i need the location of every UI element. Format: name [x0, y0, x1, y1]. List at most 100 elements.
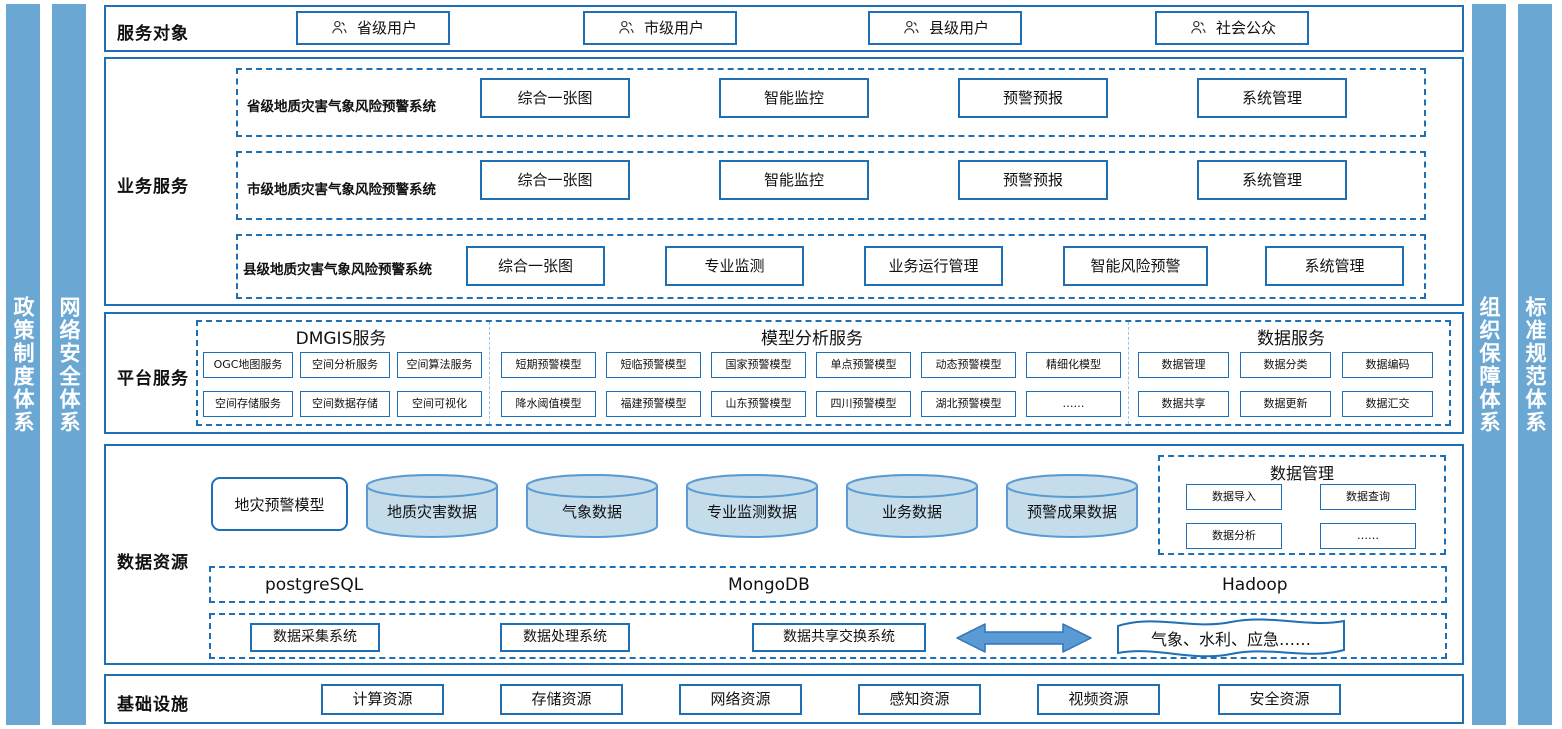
user-box-province[interactable]: 省级用户	[296, 11, 450, 45]
business-service-label: 业务服务	[117, 177, 189, 197]
cylinder-shape	[526, 474, 658, 538]
data-service-item[interactable]: 数据汇交	[1342, 391, 1433, 417]
pillar-label: 网络安全体系	[57, 295, 82, 434]
data-service-item[interactable]: 数据编码	[1342, 352, 1433, 378]
cylinder-label: 气象数据	[561, 502, 622, 521]
person-icon	[904, 20, 919, 34]
cylinder-label: 业务数据	[881, 502, 942, 521]
external-departments-box[interactable]: 气象、水利、应急……	[1115, 618, 1347, 658]
pillar-label: 政策制度体系	[11, 295, 36, 434]
person-icon	[332, 20, 347, 34]
data-management-title: 数据管理	[1269, 464, 1334, 483]
business-module[interactable]: 系统管理	[1197, 160, 1347, 200]
cylinder-shape	[846, 474, 978, 538]
model-item[interactable]: 四川预警模型	[816, 391, 911, 417]
user-box-label: 市级用户	[643, 18, 704, 37]
model-item[interactable]: 湖北预警模型	[921, 391, 1016, 417]
dmgis-item[interactable]: 空间算法服务	[397, 352, 482, 378]
model-item[interactable]: 降水阈值模型	[501, 391, 596, 417]
pillar-label: 组织保障体系	[1477, 295, 1502, 434]
model-item[interactable]: 精细化模型	[1026, 352, 1121, 378]
dmgis-divider	[489, 322, 490, 424]
data-system-collection[interactable]: 数据采集系统	[250, 623, 380, 652]
business-module[interactable]: 智能监控	[719, 78, 869, 118]
model-analysis-group-title: 模型分析服务	[761, 329, 863, 349]
cylinder-shape	[686, 474, 818, 538]
infrastructure-item[interactable]: 计算资源	[321, 684, 444, 715]
dmgis-item[interactable]: 空间存储服务	[203, 391, 293, 417]
model-item[interactable]: 短临预警模型	[606, 352, 701, 378]
cylinder-business-data: 业务数据	[845, 473, 979, 539]
business-row-province-system: 省级地质灾害气象风险预警系统	[247, 99, 436, 115]
cylinder-geohazard-data: 地质灾害数据	[365, 473, 499, 539]
dmgis-item[interactable]: 空间分析服务	[300, 352, 390, 378]
database-mongodb: MongoDB	[728, 575, 810, 595]
business-module[interactable]: 综合一张图	[480, 78, 630, 118]
database-postgresql: postgreSQL	[265, 575, 364, 595]
data-system-processing[interactable]: 数据处理系统	[500, 623, 630, 652]
double-arrow-shape	[956, 623, 1092, 653]
business-module[interactable]: 预警预报	[958, 160, 1108, 200]
database-hadoop: Hadoop	[1222, 575, 1288, 595]
infrastructure-item[interactable]: 网络资源	[679, 684, 802, 715]
model-item[interactable]: 单点预警模型	[816, 352, 911, 378]
dmgis-group-title: DMGIS服务	[295, 329, 387, 349]
data-service-item[interactable]: 数据管理	[1138, 352, 1229, 378]
model-item[interactable]: 福建预警模型	[606, 391, 701, 417]
dmgis-item[interactable]: 空间可视化	[397, 391, 482, 417]
infrastructure-label: 基础设施	[117, 695, 189, 715]
business-row-city-system: 市级地质灾害气象风险预警系统	[247, 182, 436, 198]
business-module[interactable]: 智能监控	[719, 160, 869, 200]
infrastructure-item[interactable]: 视频资源	[1037, 684, 1160, 715]
data-management-item[interactable]: 数据查询	[1320, 484, 1416, 510]
platform-groups-outline	[196, 320, 1451, 426]
service-object-label: 服务对象	[117, 24, 189, 44]
model-item[interactable]: 短期预警模型	[501, 352, 596, 378]
data-service-item[interactable]: 数据分类	[1240, 352, 1331, 378]
business-module[interactable]: 专业监测	[665, 246, 804, 286]
model-item[interactable]: 动态预警模型	[921, 352, 1016, 378]
business-module[interactable]: 业务运行管理	[864, 246, 1003, 286]
business-row-province-group	[236, 68, 1426, 137]
infrastructure-item[interactable]: 感知资源	[858, 684, 981, 715]
data-service-item[interactable]: 数据共享	[1138, 391, 1229, 417]
disaster-warning-model-box[interactable]: 地灾预警模型	[211, 477, 348, 531]
cylinder-label: 预警成果数据	[1026, 502, 1117, 521]
business-module[interactable]: 综合一张图	[466, 246, 605, 286]
data-management-item[interactable]: 数据分析	[1186, 523, 1282, 549]
user-box-city[interactable]: 市级用户	[583, 11, 737, 45]
infrastructure-item[interactable]: 安全资源	[1218, 684, 1341, 715]
wavy-shape	[1117, 618, 1345, 658]
data-service-item[interactable]: 数据更新	[1240, 391, 1331, 417]
dmgis-item[interactable]: OGC地图服务	[203, 352, 293, 378]
business-row-county-system: 县级地质灾害气象风险预警系统	[243, 262, 432, 278]
model-item[interactable]: 山东预警模型	[711, 391, 806, 417]
data-systems-group	[209, 613, 1447, 659]
business-module[interactable]: 预警预报	[958, 78, 1108, 118]
user-box-public[interactable]: 社会公众	[1155, 11, 1309, 45]
model-item[interactable]: 国家预警模型	[711, 352, 806, 378]
dmgis-item[interactable]: 空间数据存储	[300, 391, 390, 417]
data-management-item[interactable]: ……	[1320, 523, 1416, 549]
business-row-county-group	[236, 234, 1426, 299]
business-module[interactable]: 综合一张图	[480, 160, 630, 200]
cylinder-meteorological-data: 气象数据	[525, 473, 659, 539]
infrastructure-item[interactable]: 存储资源	[500, 684, 623, 715]
cylinder-label: 专业监测数据	[706, 502, 797, 521]
data-service-group-title: 数据服务	[1257, 329, 1325, 349]
business-module[interactable]: 系统管理	[1197, 78, 1347, 118]
cylinder-label: 地质灾害数据	[386, 502, 477, 521]
pillar-label: 标准规范体系	[1523, 295, 1548, 434]
model-divider	[1128, 322, 1129, 424]
person-icon	[1191, 20, 1206, 34]
user-box-county[interactable]: 县级用户	[868, 11, 1022, 45]
model-item[interactable]: ……	[1026, 391, 1121, 417]
platform-service-label: 平台服务	[117, 369, 189, 389]
data-system-sharing-exchange[interactable]: 数据共享交换系统	[752, 623, 926, 652]
user-box-label: 社会公众	[1215, 18, 1276, 37]
business-module[interactable]: 系统管理	[1265, 246, 1404, 286]
data-management-item[interactable]: 数据导入	[1186, 484, 1282, 510]
cylinder-professional-monitoring-data: 专业监测数据	[685, 473, 819, 539]
business-module[interactable]: 智能风险预警	[1063, 246, 1208, 286]
